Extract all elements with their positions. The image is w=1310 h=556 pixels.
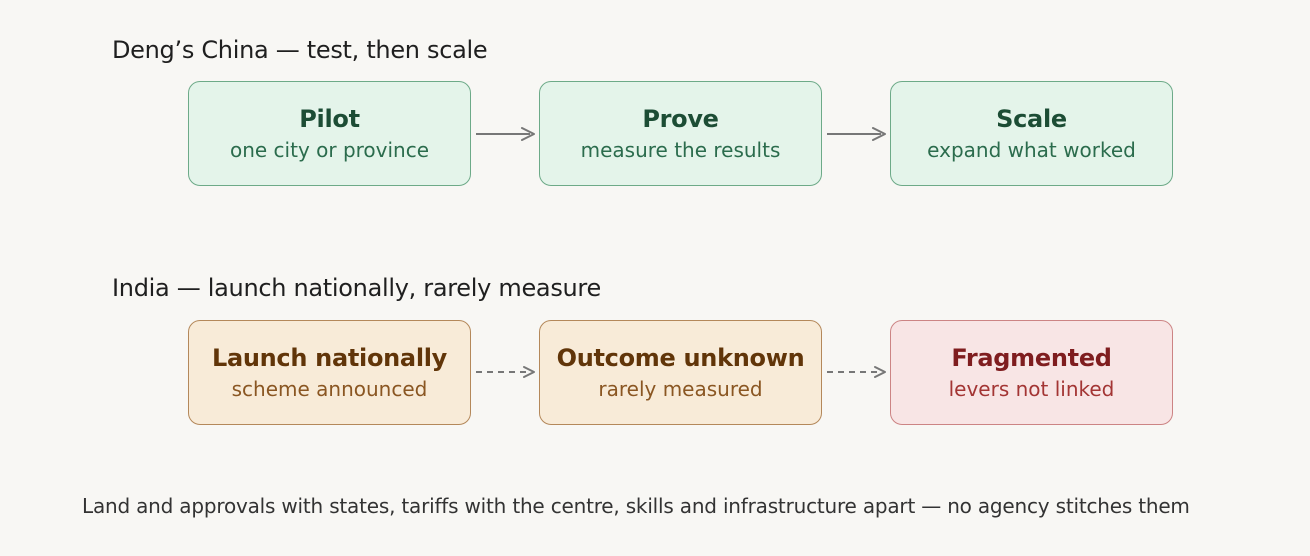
india-step-launch: Launch nationally scheme announced [188,320,471,425]
china-step-pilot: Pilot one city or province [188,81,471,186]
step-subtitle: levers not linked [948,376,1115,401]
step-title: Fragmented [951,343,1112,372]
step-subtitle: rarely measured [598,376,763,401]
step-subtitle: one city or province [229,137,430,162]
footnote: Land and approvals with states, tariffs … [82,494,1190,518]
india-step-fragmented: Fragmented levers not linked [890,320,1173,425]
arrow-pilot-to-prove [476,127,535,141]
step-title: Launch nationally [211,343,448,372]
step-subtitle: scheme announced [231,376,428,401]
china-step-scale: Scale expand what worked [890,81,1173,186]
step-title: Outcome unknown [556,343,805,372]
step-subtitle: expand what worked [927,137,1136,162]
dashed-arrow-outcome-to-fragmented [827,366,886,378]
dashed-arrow-launch-to-outcome [476,366,535,378]
step-title: Pilot [299,104,360,133]
india-step-outcome: Outcome unknown rarely measured [539,320,822,425]
step-title: Scale [996,104,1067,133]
arrow-prove-to-scale [827,127,886,141]
india-heading: India — launch nationally, rarely measur… [112,274,601,302]
step-title: Prove [642,104,719,133]
step-subtitle: measure the results [580,137,781,162]
china-heading: Deng’s China — test, then scale [112,36,488,64]
china-step-prove: Prove measure the results [539,81,822,186]
